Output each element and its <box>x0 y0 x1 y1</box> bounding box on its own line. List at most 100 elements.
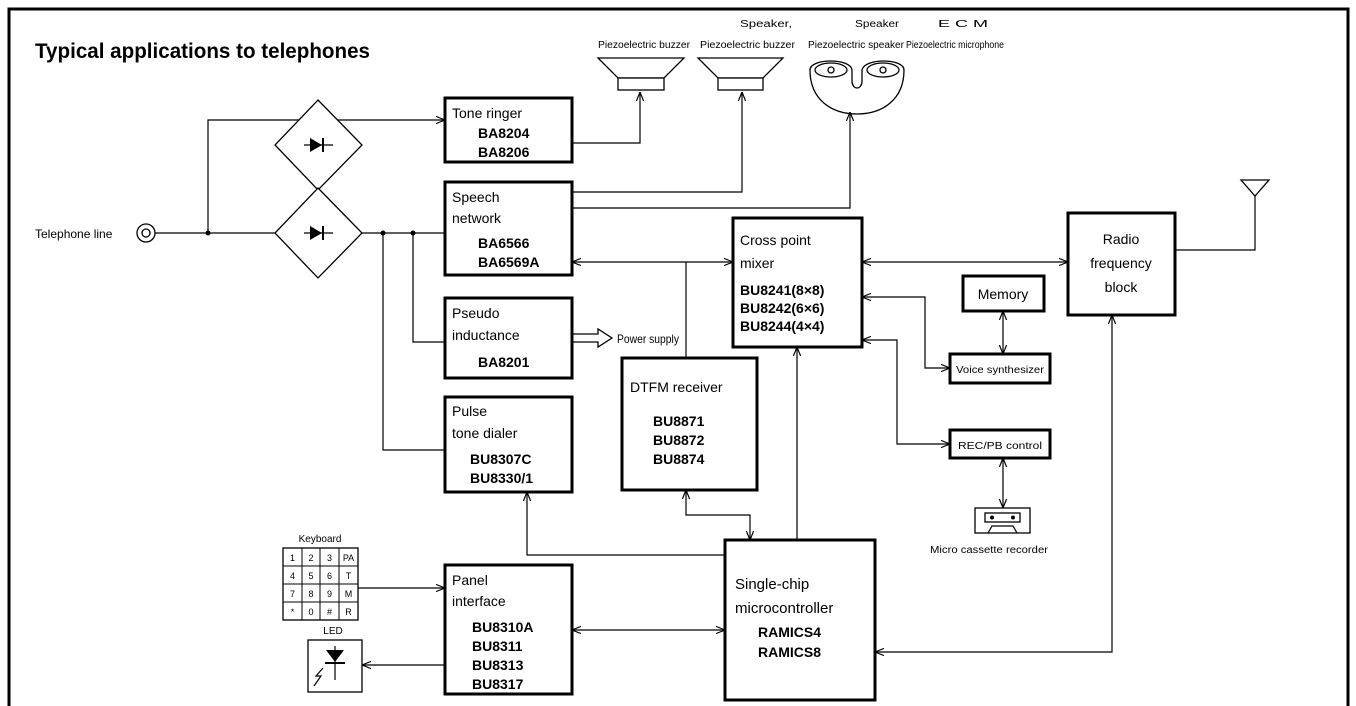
part-number: BA6569A <box>478 254 539 270</box>
block-name: Radio <box>1103 231 1140 247</box>
keyboard-key: T <box>346 571 352 581</box>
telephone-jack-icon <box>136 223 156 243</box>
part-number: RAMICS4 <box>758 624 821 640</box>
speaker-label-top: Speaker <box>855 19 900 30</box>
cassette-recorder-label: Micro cassette recorder <box>930 545 1049 556</box>
block-name: frequency <box>1090 255 1151 271</box>
handset-icon <box>809 60 905 115</box>
block-name: Pulse <box>452 403 487 419</box>
part-number: BA8201 <box>478 354 530 370</box>
part-number: BU8244(4×4) <box>740 318 824 334</box>
antenna-icon <box>1239 179 1271 197</box>
power-supply-arrow <box>572 327 614 349</box>
keyboard-key: 4 <box>290 571 295 581</box>
keyboard-grid: 1 2 3 PA 4 5 6 T 7 8 9 M * 0 # R <box>282 547 359 621</box>
block-name: network <box>452 210 502 226</box>
buzzer1-label: Piezoelectric buzzer <box>598 40 691 51</box>
ecm-label: Piezoelectric microphone <box>906 40 1004 51</box>
block-name: interface <box>452 593 506 609</box>
part-number: BU8871 <box>653 413 705 429</box>
block-tone-ringer: Tone ringer BA8204 BA8206 <box>443 96 574 164</box>
block-radio-frequency: Radio frequency block <box>1066 211 1177 317</box>
block-voice-synthesizer: Voice synthesizer <box>948 352 1052 385</box>
part-number: BU8307C <box>470 451 531 467</box>
block-name: Speech <box>452 189 499 205</box>
block-name: mixer <box>740 255 775 271</box>
block-rec-pb-control: REC/PB control <box>948 428 1052 460</box>
buzzer-speaker-icon <box>696 57 785 91</box>
part-number: BA6566 <box>478 235 530 251</box>
block-name: Cross point <box>740 232 811 248</box>
buzzer2-label-top: Speaker, <box>740 19 792 30</box>
wire-radio-to-mcu <box>875 315 1112 652</box>
part-number: BU8311 <box>472 638 523 654</box>
block-dtfm-receiver: DTFM receiver BU8871 BU8872 BU8874 <box>620 356 759 492</box>
keyboard-key: 3 <box>327 553 332 563</box>
block-name: DTFM receiver <box>630 379 723 395</box>
block-name: Memory <box>978 286 1029 302</box>
block-pseudo-inductance: Pseudo inductance BA8201 <box>443 296 574 380</box>
keyboard-key: 9 <box>327 589 332 599</box>
keyboard-key: 1 <box>290 553 295 563</box>
wire-speech-to-speaker-buzzer <box>572 92 742 193</box>
part-number: BA8206 <box>478 144 530 160</box>
part-number: RAMICS8 <box>758 644 821 660</box>
keyboard-key: # <box>327 607 332 617</box>
keyboard-key: * <box>291 607 295 617</box>
keyboard-label: Keyboard <box>299 534 342 545</box>
diode-bridge-line <box>274 187 363 279</box>
part-number: BU8317 <box>472 676 524 692</box>
telephone-line-label: Telephone line <box>35 227 113 241</box>
part-number: BU8310A <box>472 619 533 635</box>
part-number: BU8241(8×8) <box>740 282 824 298</box>
block-panel-interface: Panel interface BU8310A BU8311 BU8313 BU… <box>443 563 574 696</box>
block-name: block <box>1105 279 1139 295</box>
part-number: BU8313 <box>472 657 524 673</box>
keyboard-key: PA <box>343 553 354 563</box>
block-name: inductance <box>452 327 520 343</box>
buzzer-icon <box>596 57 686 91</box>
block-name: microcontroller <box>735 600 833 617</box>
wire-ringer-to-buzzer <box>572 92 640 144</box>
part-number: BU8874 <box>653 451 705 467</box>
block-name: REC/PB control <box>958 441 1042 452</box>
keyboard-key: 7 <box>290 589 295 599</box>
keyboard-key: 2 <box>308 553 313 563</box>
part-number: BU8872 <box>653 432 705 448</box>
keyboard-key: 0 <box>308 607 313 617</box>
wire-mcu-to-pulse-dialer <box>527 492 725 556</box>
block-memory: Memory <box>961 274 1046 313</box>
block-pulse-tone-dialer: Pulse tone dialer BU8307C BU8330/1 <box>443 395 574 494</box>
diode-bridge-ringer <box>274 99 363 191</box>
power-supply-label: Power supply <box>617 332 679 346</box>
page-title: Typical applications to telephones <box>35 40 370 63</box>
led-label: LED <box>323 626 342 637</box>
frame <box>7 7 1350 706</box>
part-number: BU8330/1 <box>470 470 533 486</box>
wire-radio-to-antenna <box>1175 195 1256 251</box>
wire-to-pulse-dialer <box>382 233 445 451</box>
wire-speech-to-handset <box>572 112 850 209</box>
wire-dtfm-to-mcu <box>686 490 750 540</box>
part-number: BA8204 <box>478 125 530 141</box>
block-speech-network: Speech network BA6566 BA6569A <box>443 180 574 277</box>
block-cross-point-mixer: Cross point mixer BU8241(8×8) BU8242(6×6… <box>731 216 864 349</box>
block-name: Tone ringer <box>452 105 522 121</box>
ecm-label-top: E C M <box>938 19 988 30</box>
wire-crosspoint-to-recpb <box>862 340 950 444</box>
wire-crosspoint-to-voice <box>862 297 950 368</box>
wire-to-pseudo-inductance <box>412 233 445 343</box>
led-icon <box>307 639 363 693</box>
cassette-recorder-icon <box>974 507 1031 534</box>
speaker-label: Piezoelectric speaker <box>808 40 905 51</box>
block-name: tone dialer <box>452 425 518 441</box>
keyboard-key: 6 <box>327 571 332 581</box>
keyboard-key: M <box>345 589 353 599</box>
keyboard-key: 5 <box>308 571 313 581</box>
block-name: Pseudo <box>452 305 500 321</box>
part-number: BU8242(6×6) <box>740 300 824 316</box>
wire-line-to-ringer-bridge <box>207 119 299 233</box>
keyboard-key: R <box>345 607 352 617</box>
block-name: Single-chip <box>735 576 809 593</box>
block-microcontroller: Single-chip microcontroller RAMICS4 RAMI… <box>723 538 877 702</box>
